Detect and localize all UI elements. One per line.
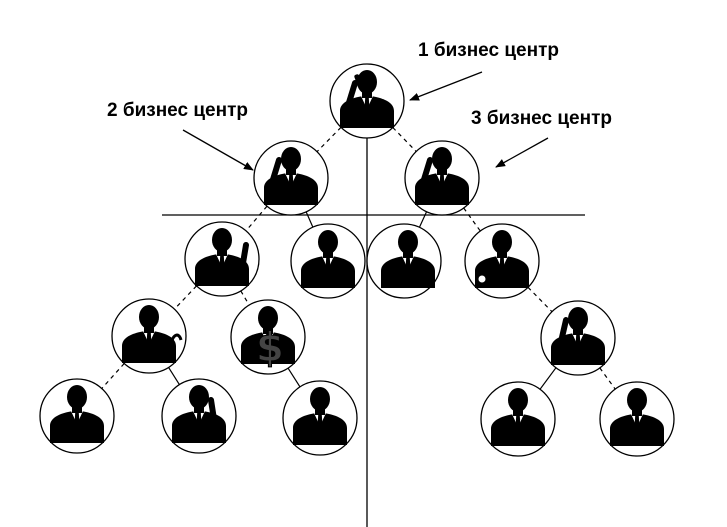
- businessman-pointing-icon: [195, 228, 249, 286]
- node-n8: [111, 298, 187, 374]
- node-n2: [253, 140, 329, 216]
- node-n12: [161, 378, 237, 454]
- edge-n10-n15: [599, 367, 616, 390]
- node-n7: [464, 223, 540, 299]
- node-n15: [599, 381, 675, 457]
- edge-n10-n14: [539, 367, 557, 390]
- businessman-side-icon: [293, 387, 347, 445]
- node-n6: [366, 223, 442, 299]
- businessman-dollar-icon: $: [241, 306, 295, 372]
- edge-n3-n7: [463, 207, 481, 232]
- nodes: $: [39, 63, 675, 457]
- arrow-center-1: [409, 71, 483, 101]
- edge-n2-n5: [305, 211, 314, 228]
- node-n1: [329, 63, 405, 139]
- node-n14: [480, 381, 556, 457]
- businessman-phone-icon: [415, 147, 469, 205]
- edge-n1-n2: [316, 126, 342, 153]
- edge-n7-n10: [527, 286, 553, 313]
- edge-n3-n6: [418, 211, 428, 228]
- node-n13: [282, 380, 358, 456]
- edge-n4-n8: [174, 285, 197, 310]
- arrow-center-2: [182, 129, 254, 171]
- node-n11: [39, 378, 115, 454]
- edge-n1-n3: [392, 127, 417, 152]
- businessman-writing-icon: [475, 230, 529, 288]
- businessman-phone-icon: [551, 307, 605, 365]
- node-n3: [404, 140, 480, 216]
- node-n9: $: [230, 299, 306, 375]
- edge-n4-n9: [240, 290, 250, 306]
- edge-n8-n11: [101, 363, 125, 389]
- edge-n9-n13: [287, 367, 301, 388]
- businessman-laptop-icon: [122, 305, 183, 363]
- businessman-phone-icon: [264, 147, 318, 205]
- node-n10: [540, 300, 616, 376]
- businessman-phone-icon: [340, 70, 394, 128]
- arrow-center-3: [495, 137, 549, 168]
- connections: [101, 126, 616, 390]
- node-n5: [290, 223, 366, 299]
- businessman-phone-icon: [172, 385, 226, 443]
- label-center-1: 1 бизнес центр: [418, 40, 559, 61]
- edge-n2-n4: [245, 205, 268, 232]
- label-center-3: 3 бизнес центр: [471, 108, 612, 129]
- edge-n8-n12: [168, 367, 180, 385]
- label-center-2: 2 бизнес центр: [107, 100, 248, 121]
- node-n4: [184, 221, 260, 297]
- svg-text:$: $: [256, 325, 284, 371]
